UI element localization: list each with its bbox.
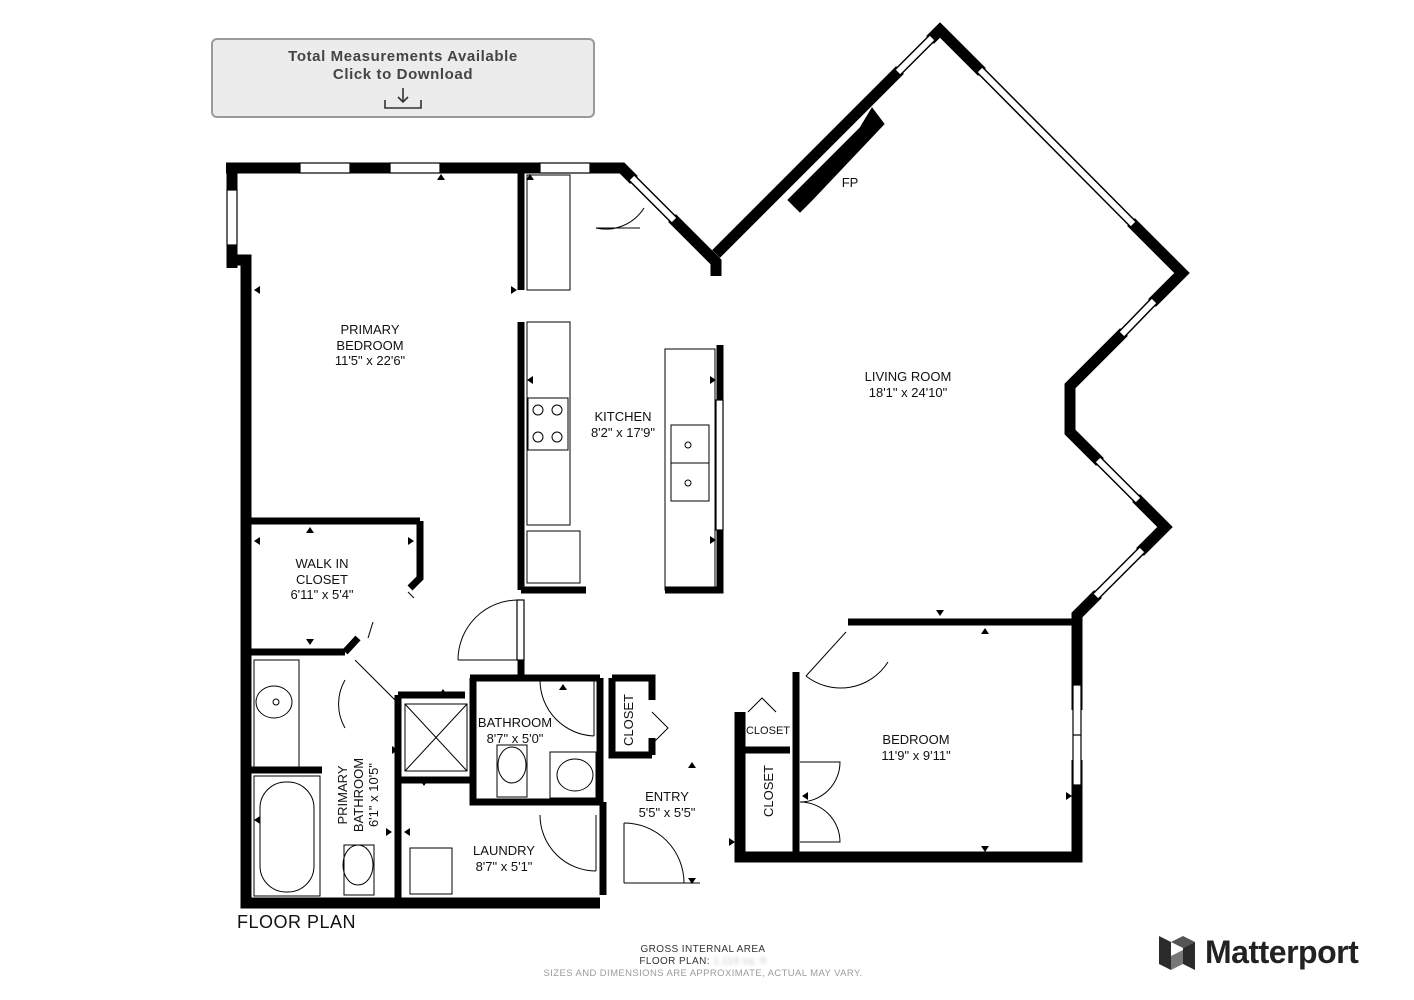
- download-title: Total Measurements Available: [288, 48, 518, 65]
- room-dimensions: 6'11" x 5'4": [290, 587, 354, 602]
- floor-plan-area-value: 1,119 sq. ft: [713, 956, 767, 967]
- room-name: PRIMARY: [340, 322, 400, 337]
- room-name: PRIMARY: [335, 765, 350, 825]
- room-kitchen: KITCHEN 8'2" x 17'9": [573, 409, 673, 440]
- area-footer: GROSS INTERNAL AREA FLOOR PLAN: 1,119 sq…: [503, 944, 903, 980]
- room-name: LAUNDRY: [473, 843, 535, 858]
- gross-area-heading: GROSS INTERNAL AREA: [640, 944, 766, 955]
- floor-plan-area: FLOOR PLAN: 1,119 sq. ft: [503, 956, 903, 968]
- room-dimensions: 8'7" x 5'1": [475, 858, 533, 874]
- room-name: ENTRY: [645, 789, 689, 804]
- matterport-logo-icon: [1159, 936, 1195, 970]
- room-dimensions: 11'5" x 22'6": [334, 353, 406, 368]
- fireplace: [787, 107, 885, 213]
- download-measurements-button[interactable]: Total Measurements Available Click to Do…: [211, 38, 595, 118]
- room-primary-bathroom: PRIMARY BATHROOM 6'1" x 10'5": [335, 743, 381, 847]
- bath-fixtures: [253, 659, 597, 897]
- room-name: CLOSET: [295, 571, 348, 587]
- room-closet-hall: CLOSET: [621, 690, 637, 750]
- room-name: BATHROOM: [477, 715, 553, 730]
- kitchen-fixtures: [526, 174, 716, 591]
- room-name: BEDROOM: [882, 732, 950, 747]
- floor-plan-label: FLOOR PLAN: [237, 912, 357, 932]
- door-swings: [338, 207, 889, 884]
- room-name: KITCHEN: [594, 409, 652, 424]
- fireplace-label: FP: [841, 175, 859, 190]
- disclaimer: SIZES AND DIMENSIONS ARE APPROXIMATE, AC…: [543, 968, 863, 979]
- room-dimensions: 8'2" x 17'9": [590, 424, 656, 440]
- room-closet-small: CLOSET: [744, 724, 792, 740]
- room-dimensions: 8'7" x 5'0": [486, 730, 544, 746]
- room-bedroom: BEDROOM 11'9" x 9'11": [864, 732, 968, 763]
- room-dimensions: 6'1" x 10'5": [366, 762, 381, 828]
- download-subtitle: Click to Download: [332, 66, 474, 83]
- room-laundry: LAUNDRY 8'7" x 5'1": [459, 843, 549, 874]
- room-name: BEDROOM: [336, 337, 404, 353]
- label-fireplace: FP: [838, 175, 862, 191]
- room-dimensions: 11'9" x 9'11": [881, 747, 951, 763]
- room-name: LIVING ROOM: [864, 369, 952, 384]
- room-entry: ENTRY 5'5" x 5'5": [622, 789, 712, 820]
- room-name: BATHROOM: [350, 757, 366, 833]
- outer-walls: [226, 22, 1190, 909]
- room-dimensions: 18'1" x 24'10": [868, 384, 948, 400]
- room-closet-bedroom: CLOSET: [761, 761, 777, 821]
- room-name: CLOSET: [761, 765, 776, 818]
- room-bathroom: BATHROOM 8'7" x 5'0": [470, 715, 560, 746]
- room-primary-bedroom: PRIMARY BEDROOM 11'5" x 22'6": [318, 322, 422, 369]
- windows: [226, 34, 1158, 786]
- room-name: WALK IN: [295, 556, 349, 571]
- room-living-room: LIVING ROOM 18'1" x 24'10": [848, 369, 968, 400]
- download-icon: [384, 88, 422, 109]
- floor-plan-area-label: FLOOR PLAN:: [639, 956, 710, 967]
- room-walk-in-closet: WALK IN CLOSET 6'11" x 5'4": [272, 556, 372, 603]
- dimension-markers: [254, 174, 1072, 884]
- room-name: CLOSET: [621, 694, 636, 747]
- room-dimensions: 5'5" x 5'5": [638, 804, 696, 820]
- room-name: CLOSET: [745, 725, 790, 737]
- brand-name: Matterport: [1205, 934, 1359, 970]
